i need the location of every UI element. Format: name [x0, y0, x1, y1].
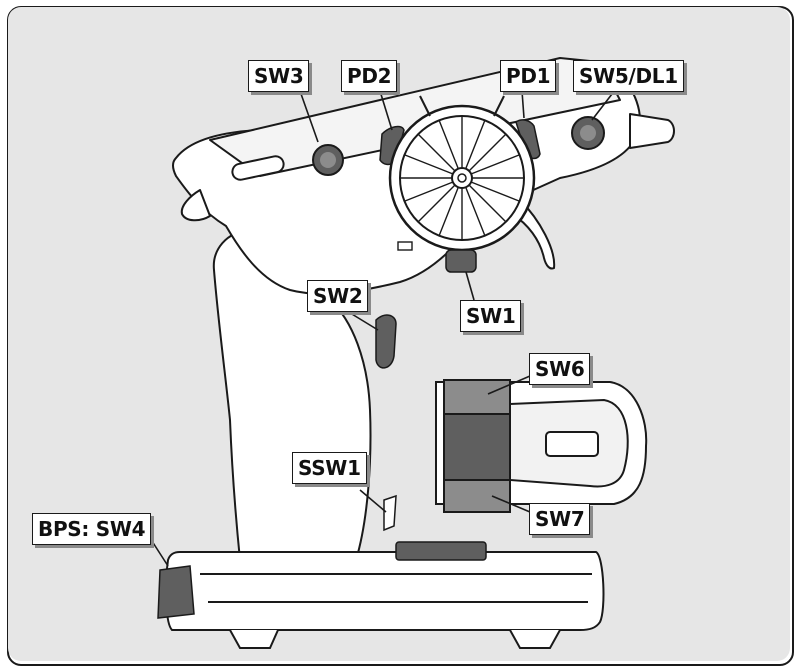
label-sw6: SW6 [529, 353, 591, 385]
sw7-block [443, 479, 511, 513]
label-sw5-dl1: SW5/DL1 [573, 60, 684, 92]
label-bps-sw4: BPS: SW4 [32, 513, 152, 545]
sw1-button [445, 249, 477, 273]
label-sw1: SW1 [460, 300, 522, 332]
right-nose [629, 113, 675, 149]
sw2-button [375, 314, 397, 369]
base-top-pad [395, 541, 487, 561]
label-sw2: SW2 [307, 280, 369, 312]
label-pd2: PD2 [341, 60, 398, 92]
label-pd1: PD1 [500, 60, 557, 92]
adapter-center [443, 413, 511, 481]
sw6-block [443, 379, 511, 415]
leader-lines [149, 90, 613, 567]
small-toggle [397, 241, 413, 251]
left-dial-slot [231, 155, 285, 181]
bps-sw4-button [157, 565, 195, 619]
base-box [164, 551, 605, 631]
ssw1-switch [383, 494, 397, 532]
label-sw7: SW7 [529, 503, 591, 535]
label-ssw1: SSW1 [292, 452, 367, 484]
label-sw3: SW3 [248, 60, 310, 92]
left-nose [180, 189, 211, 222]
